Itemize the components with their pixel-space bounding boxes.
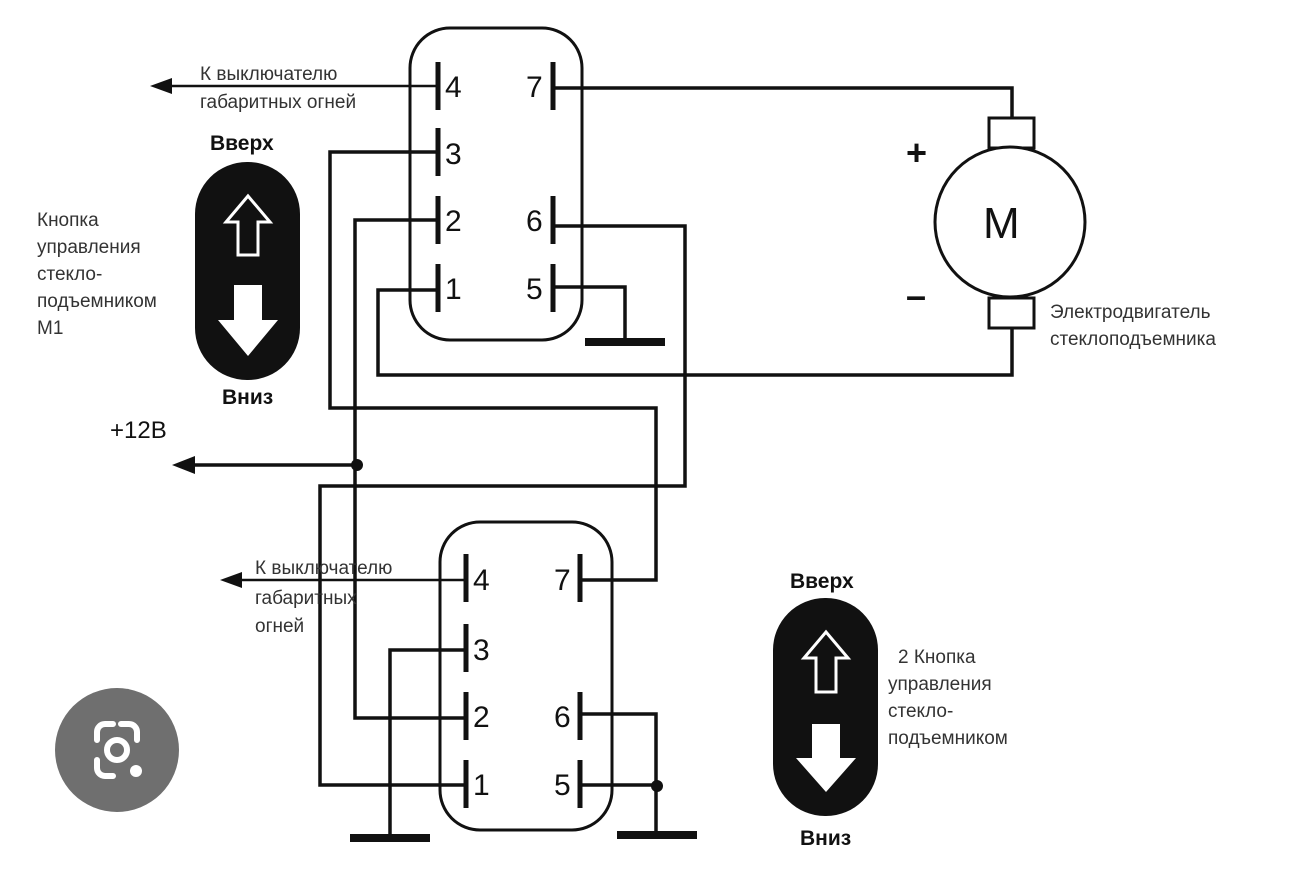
button-1-caption: Кнопка управления стекло- подъемником М1 bbox=[37, 210, 157, 339]
button-2-down-arrow-icon bbox=[796, 724, 856, 792]
button-1-up-arrow-icon bbox=[222, 193, 274, 257]
switch-1-pin-labels: 4 3 2 1 7 6 5 bbox=[445, 71, 543, 306]
button-1-down-label: Вниз bbox=[222, 386, 273, 409]
motor-minus-sign: – bbox=[906, 275, 926, 316]
button-1-caption-line: управления bbox=[37, 237, 141, 258]
button-2-rocker: Вверх Вниз bbox=[773, 570, 878, 850]
switch-1-pin-7: 7 bbox=[526, 71, 543, 104]
switch-1-pin-2: 2 bbox=[445, 205, 462, 238]
switch-2-pin-4: 4 bbox=[473, 564, 490, 597]
camera-lens-icon bbox=[94, 721, 140, 779]
wiring bbox=[150, 78, 1014, 842]
motor-caption-line-2: стеклоподъемника bbox=[1050, 329, 1216, 350]
motor-body bbox=[933, 145, 1087, 299]
camera-lens-button[interactable] bbox=[55, 688, 179, 812]
switch-2-lamp-label: К выключателю габаритных огней bbox=[255, 558, 392, 637]
switch-1-housing bbox=[408, 26, 584, 342]
button-2-caption: 2 Кнопка управления стекло- подъемником bbox=[888, 647, 1008, 749]
motor-caption-line-1: Электродвигатель bbox=[1050, 302, 1211, 323]
supply-voltage-label: +12В bbox=[110, 417, 167, 444]
switch-1-lamp-label-line: габаритных огней bbox=[200, 92, 356, 113]
switch-1-pin-6: 6 bbox=[526, 205, 543, 238]
button-1-rocker: Вверх Вниз bbox=[195, 132, 300, 409]
button-1-caption-line: стекло- bbox=[37, 264, 102, 285]
switch-1-pin-3: 3 bbox=[445, 138, 462, 171]
switch-2-lamp-label-line: габаритных bbox=[255, 588, 357, 609]
switch-2-pin-2: 2 bbox=[473, 701, 490, 734]
switch-2-pin-7: 7 bbox=[554, 564, 571, 597]
switch-2-pin-1: 1 bbox=[473, 769, 490, 802]
switch-2-pin-5: 5 bbox=[554, 769, 571, 802]
button-1-down-arrow-icon bbox=[218, 285, 278, 356]
switch-1-contacts bbox=[435, 62, 556, 312]
button-2-caption-line: управления bbox=[888, 674, 992, 695]
switch-2-housing bbox=[438, 520, 614, 832]
switch-2-lamp-label-line: огней bbox=[255, 616, 304, 637]
button-2-caption-line: 2 Кнопка bbox=[898, 647, 976, 668]
button-2-caption-line: подъемником bbox=[888, 728, 1008, 749]
switch-1-lamp-label-line: К выключателю bbox=[200, 64, 337, 85]
motor-letter: М bbox=[983, 199, 1020, 248]
button-1-up-label: Вверх bbox=[210, 132, 274, 155]
motor: М + – Электродвигатель стеклоподъемника bbox=[906, 116, 1216, 350]
switch-1-pin-5: 5 bbox=[526, 273, 543, 306]
button-2-up-label: Вверх bbox=[790, 570, 854, 593]
button-1-caption-line: Кнопка bbox=[37, 210, 99, 231]
switch-2-pin-3: 3 bbox=[473, 634, 490, 667]
button-1-caption-line: подъемником bbox=[37, 291, 157, 312]
switch-1-pin-1: 1 bbox=[445, 273, 462, 306]
button-2-up-arrow-icon bbox=[800, 629, 852, 694]
button-2-caption-line: стекло- bbox=[888, 701, 953, 722]
switch-1-lamp-label: К выключателю габаритных огней bbox=[200, 64, 356, 113]
motor-plus-sign: + bbox=[906, 132, 927, 173]
switch-1-pin-4: 4 bbox=[445, 71, 462, 104]
switch-2-lamp-label-line: К выключателю bbox=[255, 558, 392, 579]
switch-2-pin-6: 6 bbox=[554, 701, 571, 734]
button-1-caption-line: М1 bbox=[37, 318, 63, 339]
switch-2-pin-labels: 4 3 2 1 7 6 5 bbox=[473, 564, 571, 802]
button-2-down-label: Вниз bbox=[800, 827, 851, 850]
